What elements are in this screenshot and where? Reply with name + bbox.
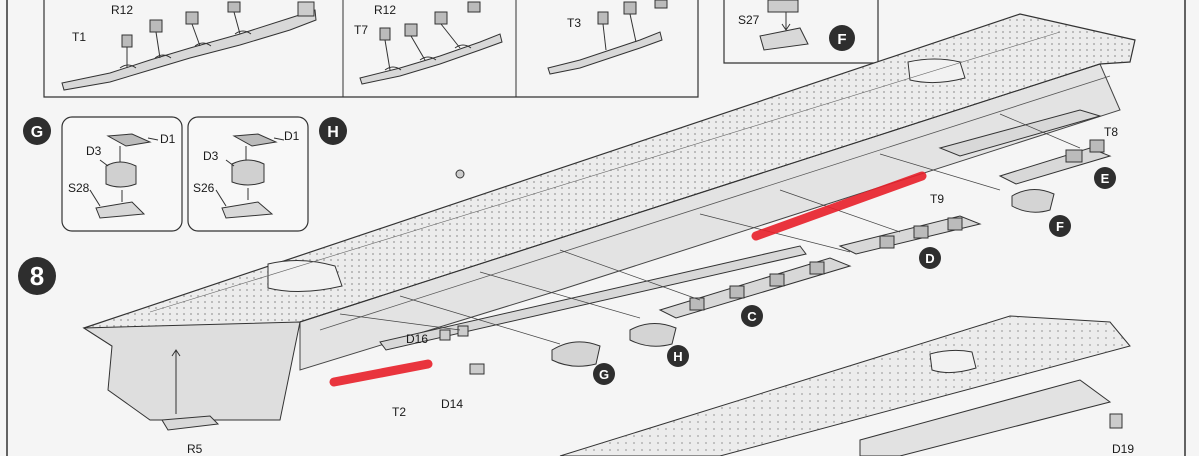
badge-f-top: F — [829, 25, 855, 51]
gallery-t9-d — [838, 215, 982, 255]
label-t8: T8 — [1104, 125, 1118, 139]
label-d3-g: D3 — [86, 144, 102, 158]
carrier-hull-lower — [559, 315, 1131, 456]
badge-h-box: H — [319, 117, 347, 145]
label-t9: T9 — [930, 192, 944, 206]
label-r5: R5 — [187, 442, 203, 456]
label-t3: T3 — [567, 16, 581, 30]
top-subassembly-box — [43, 0, 699, 98]
carrier-hull-main — [82, 13, 1136, 421]
part-r5 — [161, 349, 220, 431]
label-d3-h: D3 — [203, 149, 219, 163]
highlight-t2 — [329, 359, 433, 387]
highlight-t9 — [751, 171, 927, 241]
badge-d-text: D — [925, 251, 934, 266]
badge-g-box: G — [23, 117, 51, 145]
s27-box — [723, 0, 879, 64]
gallery-c — [658, 257, 852, 319]
label-r12-b: R12 — [374, 3, 396, 17]
badge-h-text: H — [673, 349, 682, 364]
part-s27 — [759, 0, 809, 51]
label-s26: S26 — [193, 181, 215, 195]
badge-f: F — [1049, 215, 1071, 237]
label-s28: S28 — [68, 181, 90, 195]
badge-c-text: C — [747, 309, 757, 324]
badge-f-top-text: F — [837, 31, 846, 48]
label-d14: D14 — [441, 397, 463, 411]
box-h — [187, 116, 309, 232]
badge-c: C — [741, 305, 763, 327]
badge-e: E — [1094, 167, 1116, 189]
label-s27: S27 — [738, 13, 760, 27]
label-d19: D19 — [1112, 442, 1134, 456]
strake-t2 — [379, 245, 807, 351]
label-t1: T1 — [72, 30, 86, 44]
label-t2: T2 — [392, 405, 406, 419]
step-number-text: 8 — [30, 261, 44, 291]
label-t7: T7 — [354, 23, 368, 37]
label-d1-h: D1 — [284, 129, 300, 143]
badge-g: G — [593, 363, 615, 385]
badge-h: H — [667, 345, 689, 367]
badge-g-text: G — [599, 367, 609, 382]
strake-t7 — [359, 1, 503, 85]
gallery-t8 — [938, 109, 1112, 185]
label-d16: D16 — [406, 332, 428, 346]
badge-h-box-text: H — [327, 124, 339, 141]
box-g — [61, 116, 183, 232]
label-d1-g: D1 — [160, 132, 176, 146]
label-r12-a: R12 — [111, 3, 133, 17]
badge-d: D — [919, 247, 941, 269]
badge-e-text: E — [1101, 171, 1110, 186]
badge-g-box-text: G — [31, 124, 43, 141]
boat-parts — [439, 189, 1055, 375]
step-number-badge: 8 — [18, 257, 56, 295]
badge-f-text: F — [1056, 219, 1064, 234]
strake-t3 — [547, 0, 668, 75]
strake-t1 — [61, 1, 317, 91]
